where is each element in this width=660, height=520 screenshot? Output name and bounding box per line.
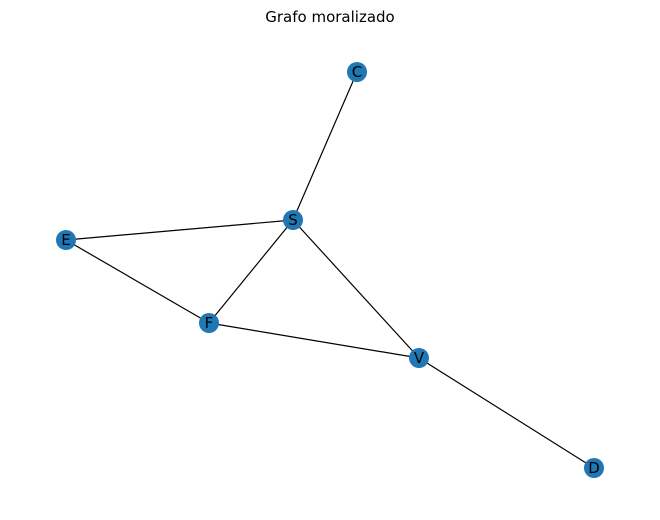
node-d-label: D xyxy=(588,459,600,477)
nodes-group: C S E F V D xyxy=(56,62,604,478)
node-e: E xyxy=(56,230,76,250)
node-c: C xyxy=(347,62,367,82)
edge-c-s xyxy=(292,71,358,221)
node-c-circle xyxy=(347,62,367,82)
edge-v-d xyxy=(418,357,595,469)
edge-f-v xyxy=(208,322,420,359)
node-f-label: F xyxy=(205,314,214,332)
node-f: F xyxy=(199,313,219,333)
node-e-circle xyxy=(56,230,76,250)
node-s-circle xyxy=(283,210,303,230)
node-v-label: V xyxy=(414,349,425,367)
node-v-circle xyxy=(409,348,429,368)
node-e-label: E xyxy=(61,231,70,249)
graph-title: Grafo moralizado xyxy=(265,8,394,26)
edge-f-s xyxy=(208,219,294,324)
node-c-label: C xyxy=(352,63,362,81)
node-v: V xyxy=(409,348,429,368)
node-f-circle xyxy=(199,313,219,333)
node-d: D xyxy=(584,458,604,478)
node-s: S xyxy=(283,210,303,230)
node-s-label: S xyxy=(288,211,298,229)
edge-s-v xyxy=(292,219,420,359)
edges-group xyxy=(65,71,595,469)
edge-e-f xyxy=(65,239,210,324)
node-d-circle xyxy=(584,458,604,478)
edge-e-s xyxy=(65,219,294,241)
